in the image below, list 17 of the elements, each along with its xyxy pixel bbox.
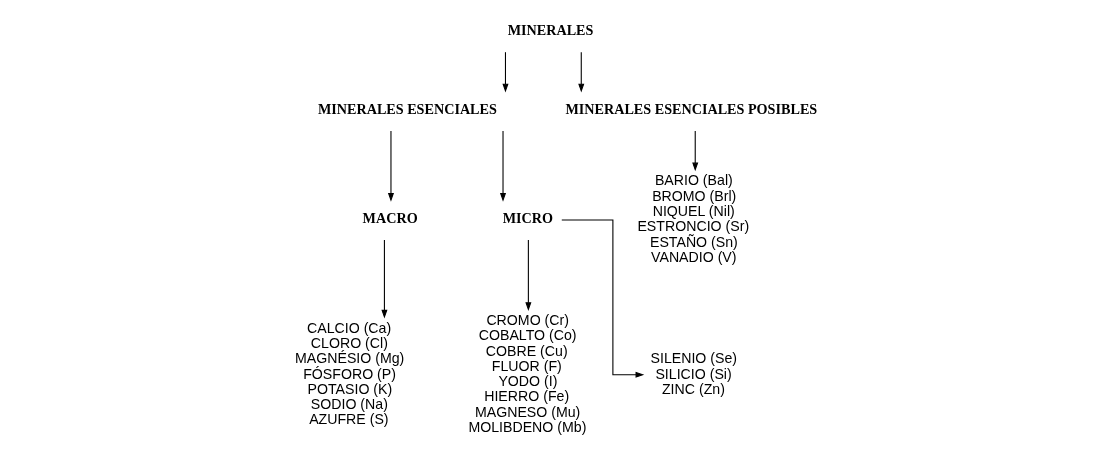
node-text: MINERALES ESENCIALES POSIBLES <box>564 100 817 117</box>
node-text: MINERALES <box>507 22 593 38</box>
arrow <box>380 239 387 319</box>
node-text: MICRO <box>502 209 553 226</box>
arrow <box>387 130 394 202</box>
node-text: MINERALES ESENCIALES <box>317 100 497 117</box>
arrow <box>560 219 644 378</box>
arrow <box>524 239 531 311</box>
arrow <box>499 130 506 202</box>
arrow <box>501 51 509 93</box>
node-text: MACRO <box>362 209 418 226</box>
arrow <box>691 130 698 172</box>
node-text: CROMO (Cr) COBALTO (Co) COBRE (Cu) FLUOR (F) YODO (I) HIERRO (Fe) MAGNESO (Mu) MOLIBDENO (Mb) <box>467 312 586 435</box>
arrow <box>577 51 584 93</box>
node-text: SILENIO (Se) SILICIO (Si) ZINC (Zn) <box>650 350 737 397</box>
node-text: CALCIO (Ca) CLORO (Cl) MAGNÉSIO (Mg) FÓSFORO (P) POTASIO (K) SODIO (Na) AZUFRE (S) <box>294 319 404 428</box>
node-text: BARIO (Bal) BROMO (Brl) NIQUEL (Nil) ESTRONCIO (Sr) ESTAÑO (Sn) VANADIO (V) <box>636 172 749 265</box>
